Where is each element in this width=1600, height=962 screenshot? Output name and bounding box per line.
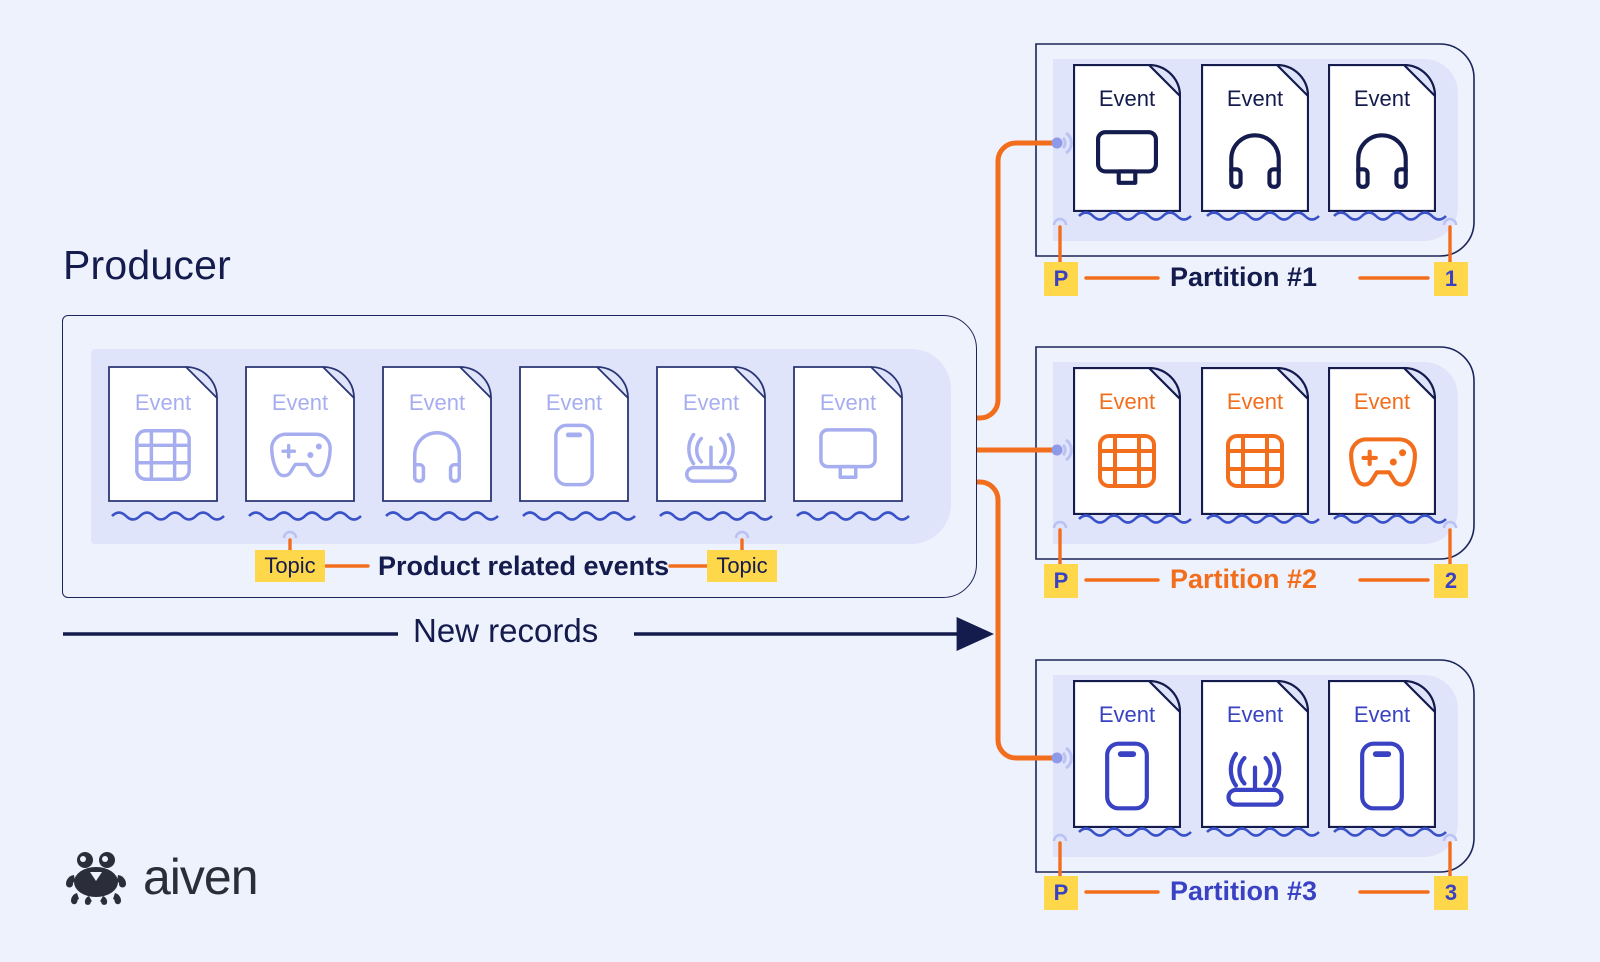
producer-event-card-2[interactable]: Event xyxy=(245,366,355,507)
headphones-icon xyxy=(1356,133,1408,189)
partition-3-number-badge[interactable]: 3 xyxy=(1434,876,1468,910)
card-label: Event xyxy=(1353,702,1411,727)
producer-event-card-4[interactable]: Event xyxy=(519,366,629,507)
new-records-label: New records xyxy=(413,612,599,649)
card-shape xyxy=(1072,63,1182,213)
smartphone-icon xyxy=(1360,741,1404,811)
smartphone-icon xyxy=(554,423,594,487)
producer-event-card-1[interactable]: Event xyxy=(108,366,218,507)
card-label: Event xyxy=(1226,86,1284,111)
link-to-partition-3 xyxy=(935,479,1060,761)
topic-caption: Product related events xyxy=(378,551,670,581)
brand-logo: aiven xyxy=(63,849,259,905)
gamepad-icon xyxy=(270,432,332,478)
card-label: Event xyxy=(1353,389,1411,414)
partition-2-event-card-3[interactable]: Event xyxy=(1327,366,1437,520)
card-label: Event xyxy=(1226,702,1284,727)
brand-name: aiven xyxy=(143,849,259,905)
partition-3-title: Partition #3 xyxy=(1170,876,1318,906)
topic-badge-right[interactable]: Topic xyxy=(707,550,777,582)
headphones-icon xyxy=(1229,133,1281,189)
gamepad-icon xyxy=(1349,437,1417,487)
router-wifi-icon xyxy=(684,432,738,483)
table-grid-icon xyxy=(1226,434,1284,488)
card-label: Event xyxy=(1098,86,1156,111)
producer-event-card-5[interactable]: Event xyxy=(656,366,766,507)
partition-3-producer-badge[interactable]: P xyxy=(1044,876,1078,910)
card-shape xyxy=(656,366,766,502)
partition-2-producer-badge[interactable]: P xyxy=(1044,564,1078,598)
link-to-partition-1 xyxy=(935,140,1060,421)
partition-2-event-card-2[interactable]: Event xyxy=(1200,366,1310,520)
card-shape xyxy=(1200,63,1310,213)
producer-event-card-6[interactable]: Event xyxy=(793,366,903,507)
partition-1-event-card-3[interactable]: Event xyxy=(1327,63,1437,217)
card-shape xyxy=(1200,679,1310,829)
producer-event-card-3[interactable]: Event xyxy=(382,366,492,507)
headphones-icon xyxy=(412,430,462,483)
card-label: Event xyxy=(1226,389,1284,414)
aiven-crab-logo xyxy=(65,852,127,905)
card-label: Event xyxy=(271,390,329,415)
router-wifi-icon xyxy=(1226,751,1284,807)
partition-2-number-badge[interactable]: 2 xyxy=(1434,564,1468,598)
card-label: Event xyxy=(408,390,466,415)
table-grid-icon xyxy=(1098,434,1156,488)
page-title: Producer xyxy=(63,242,231,288)
partition-3-event-card-3[interactable]: Event xyxy=(1327,679,1437,833)
card-label: Event xyxy=(682,390,740,415)
card-label: Event xyxy=(1353,86,1411,111)
partition-input-ports xyxy=(1051,131,1073,770)
partition-1-title: Partition #1 xyxy=(1170,262,1318,292)
partition-1-producer-badge[interactable]: P xyxy=(1044,262,1078,296)
card-label: Event xyxy=(134,390,192,415)
partition-3-event-card-2[interactable]: Event xyxy=(1200,679,1310,833)
monitor-icon xyxy=(819,428,877,479)
partition-2-event-card-1[interactable]: Event xyxy=(1072,366,1182,520)
partition-3-event-card-1[interactable]: Event xyxy=(1072,679,1182,833)
card-label: Event xyxy=(1098,702,1156,727)
table-grid-icon xyxy=(135,429,191,481)
partition-1-number-badge[interactable]: 1 xyxy=(1434,262,1468,296)
card-label: Event xyxy=(545,390,603,415)
partition-2-title: Partition #2 xyxy=(1170,564,1318,594)
card-shape xyxy=(793,366,903,502)
card-label: Event xyxy=(1098,389,1156,414)
partition-1-event-card-2[interactable]: Event xyxy=(1200,63,1310,217)
monitor-icon xyxy=(1096,130,1158,185)
card-shape xyxy=(1327,63,1437,213)
partition-1-event-card-1[interactable]: Event xyxy=(1072,63,1182,217)
topic-badge-left[interactable]: Topic xyxy=(255,550,325,582)
card-label: Event xyxy=(819,390,877,415)
smartphone-icon xyxy=(1105,741,1149,811)
